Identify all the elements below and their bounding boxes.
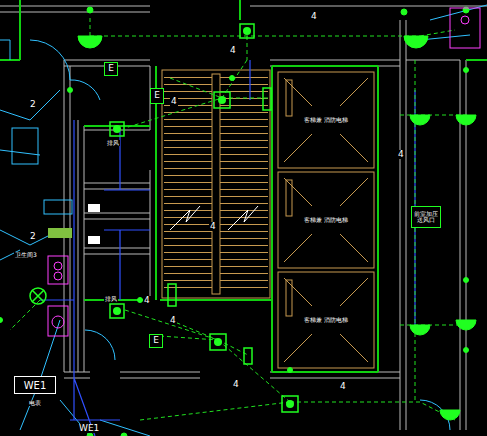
node-text: 客梯兼 消防电梯: [304, 217, 348, 224]
callout-number: 4: [232, 380, 240, 389]
note-text: 卫生间3: [14, 252, 38, 258]
node-text: 客梯兼 消防电梯: [304, 317, 348, 324]
note-text: 排风: [104, 296, 118, 302]
callout-number: 4: [397, 150, 405, 159]
socket-box: E: [149, 334, 163, 348]
note-text: 排风: [106, 140, 120, 146]
elevator-label: 客梯兼 消防电梯: [300, 306, 352, 334]
socket-box: E: [104, 62, 118, 76]
node-text: E: [153, 336, 159, 346]
callout-number: 2: [29, 100, 37, 109]
node-text: WE1: [24, 380, 47, 391]
callout-number: 2: [29, 232, 37, 241]
node-text: E: [108, 64, 114, 74]
callout-number: 4: [339, 382, 347, 391]
panel-box: WE1: [14, 376, 56, 394]
callout-number: 4: [143, 296, 151, 305]
vent-box: 前室加压 送风口: [411, 206, 441, 228]
socket-box: E: [150, 88, 164, 104]
callout-number: 4: [229, 46, 237, 55]
note-text: 电表: [28, 400, 42, 406]
node-text: 客梯兼 消防电梯: [304, 117, 348, 124]
node-text: E: [154, 91, 160, 101]
elevator-label: 客梯兼 消防电梯: [300, 106, 352, 134]
note-text: WE1: [78, 424, 100, 433]
callout-number: 4: [209, 222, 217, 231]
callout-number: 4: [310, 12, 318, 21]
callout-number: 4: [170, 97, 178, 106]
node-text: 前室加压 送风口: [413, 211, 439, 223]
callout-number: 4: [169, 316, 177, 325]
elevator-label: 客梯兼 消防电梯: [300, 206, 352, 234]
